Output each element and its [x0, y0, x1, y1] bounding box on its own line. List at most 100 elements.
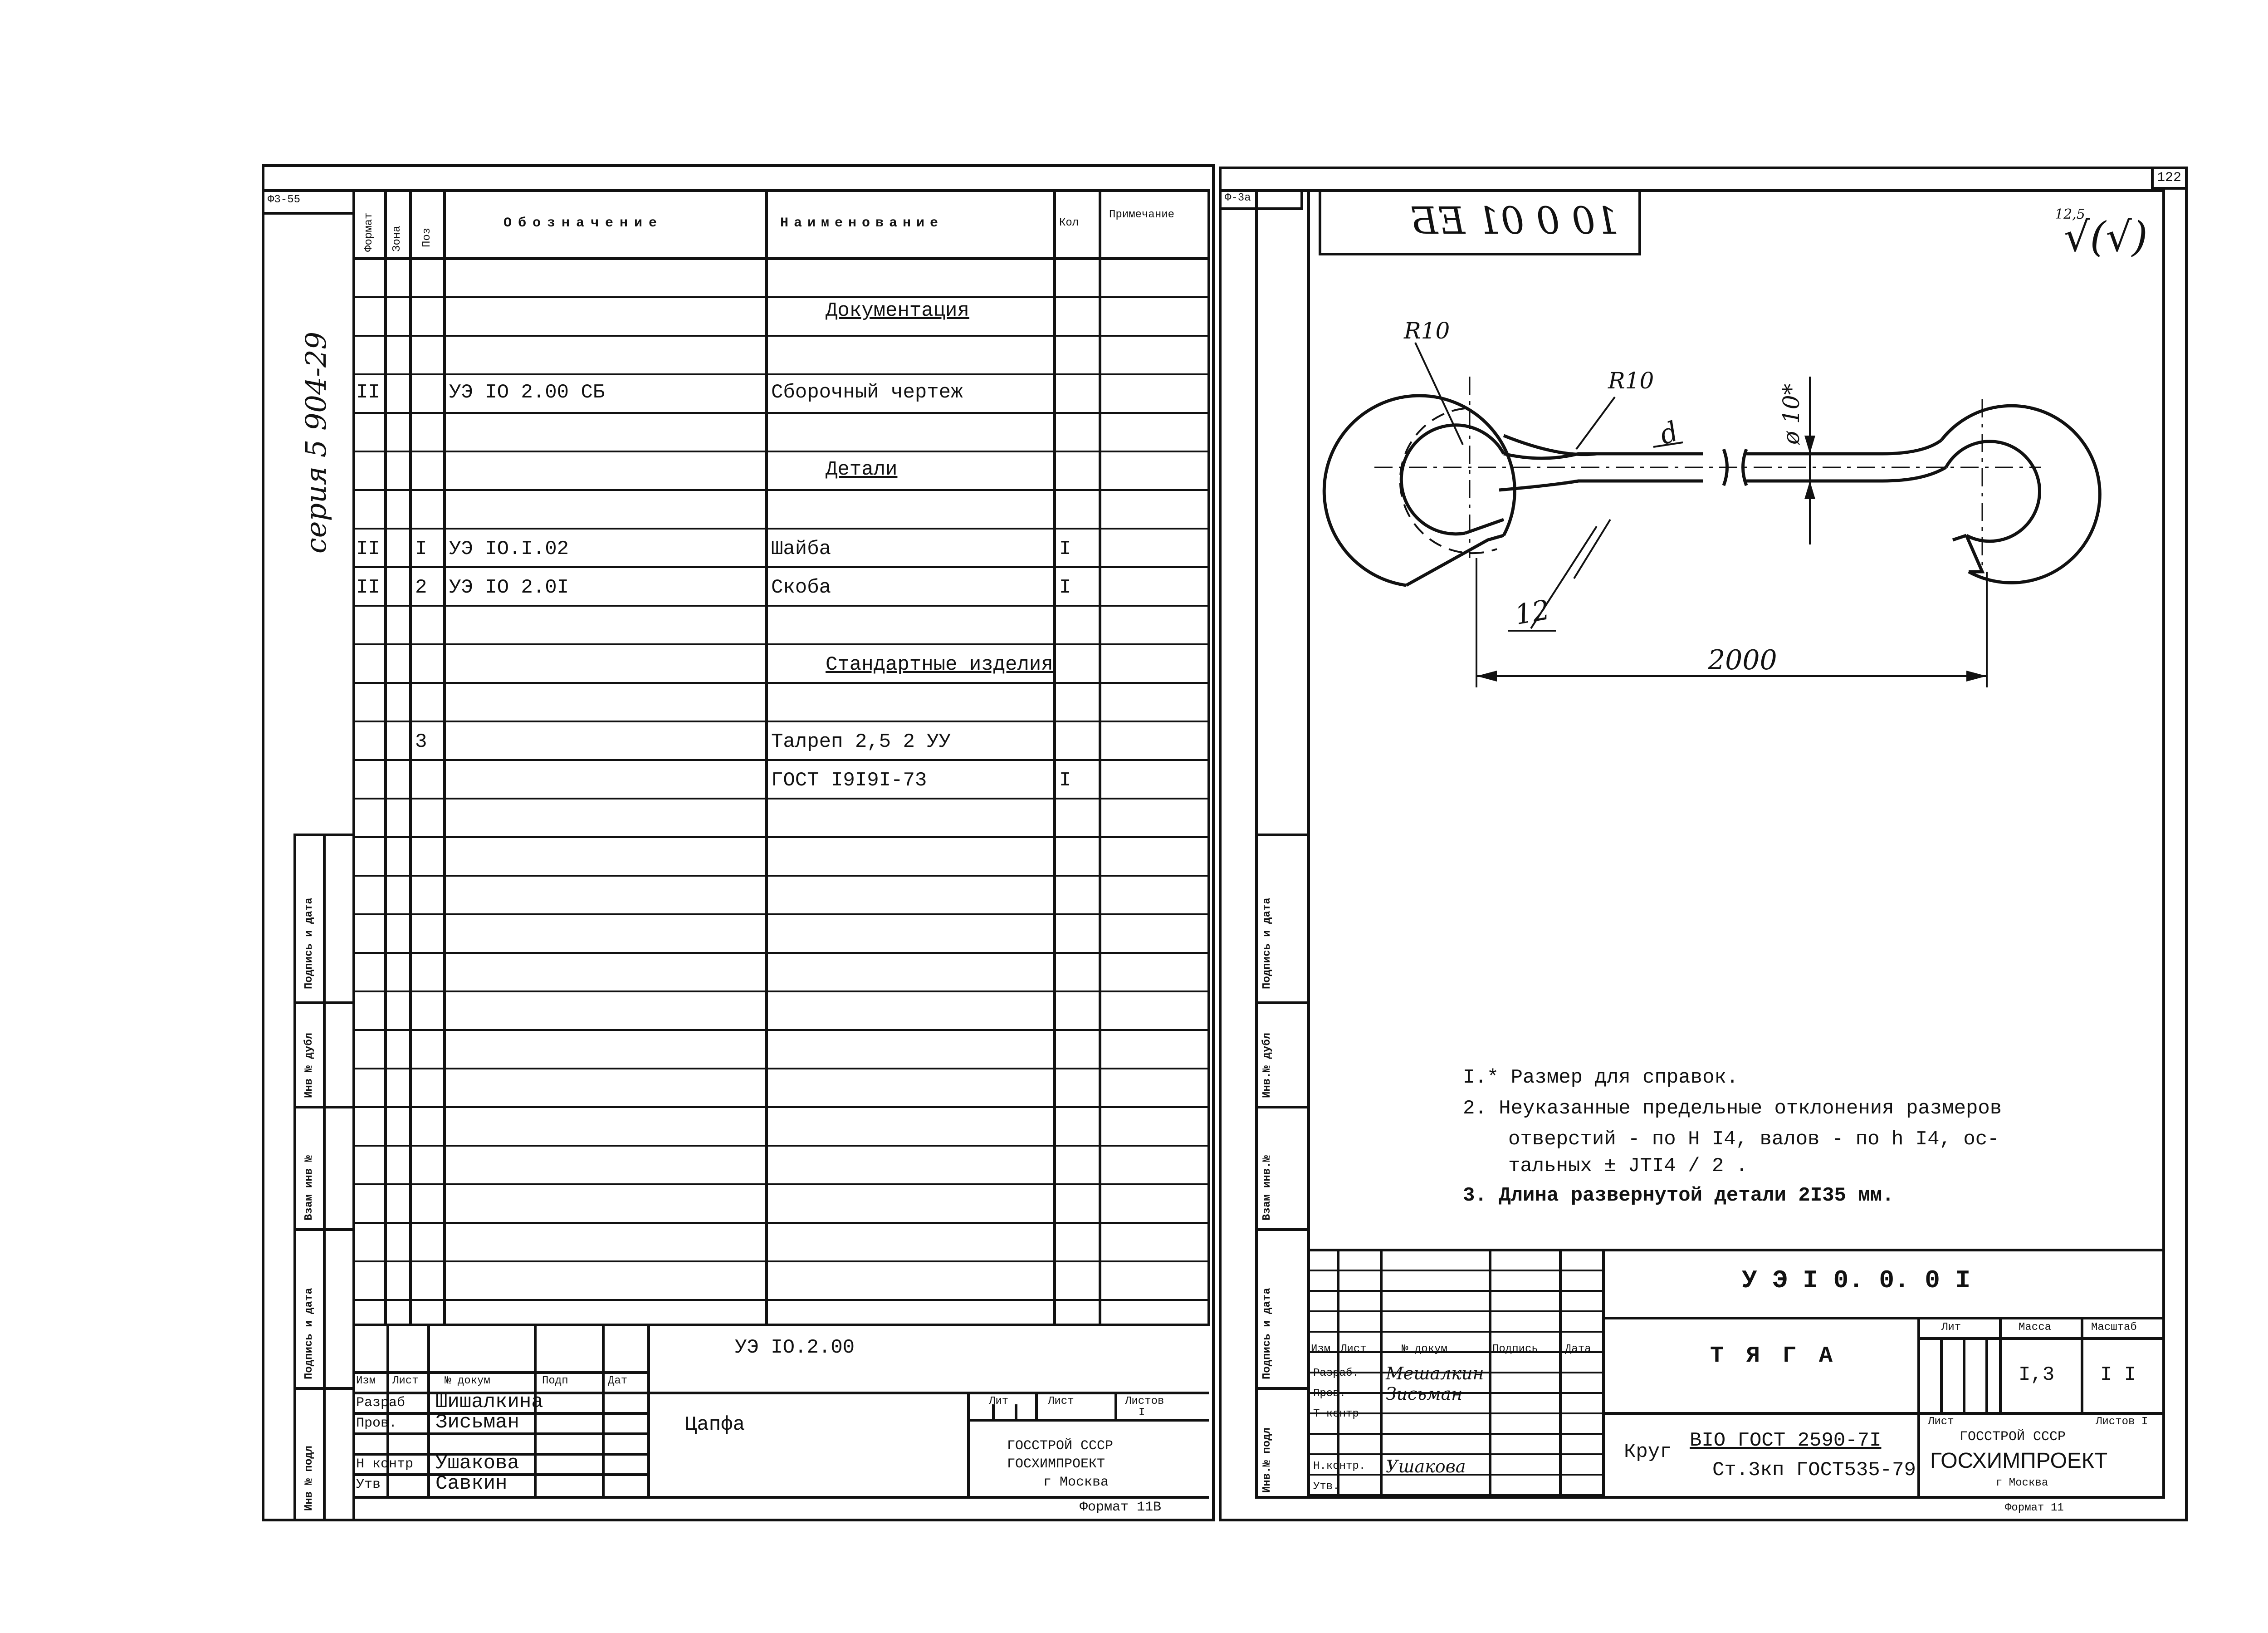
right-scale-label: Масштаб — [2091, 1321, 2137, 1334]
spec-cell-qty: I — [1059, 769, 1071, 792]
spec-cell-name: Скоба — [771, 576, 831, 599]
left-side-label-5: Инв № подл — [303, 1445, 315, 1511]
dim-r-mid: R10 — [1608, 368, 1654, 394]
left-doc-number: УЭ IO.2.00 — [735, 1336, 855, 1359]
right-item-name: Т Я Г А — [1710, 1343, 1838, 1369]
left-tb-col-date: Дат — [608, 1375, 628, 1387]
right-lit-label: Лит — [1941, 1321, 1961, 1334]
right-mass-value: I,3 — [2019, 1363, 2055, 1386]
spec-cell-pos: 3 — [415, 731, 427, 753]
right-role-name: Зисьман — [1386, 1384, 1463, 1404]
right-role-label: Разраб. — [1313, 1367, 1359, 1379]
spec-section-heading: Документация — [826, 299, 969, 322]
header-designation: Обозначение — [503, 216, 664, 231]
right-doc-number: У Э I 0. 0. 0 I — [1742, 1266, 1971, 1295]
left-sheets-label: Листов — [1125, 1395, 1164, 1407]
left-tb-col-doc: № докум — [445, 1375, 490, 1387]
centerlines — [1374, 377, 2041, 567]
header-format: Формат — [363, 212, 375, 252]
header-name: Наименование — [780, 216, 944, 231]
left-sheet-label: Лист — [1048, 1395, 1074, 1407]
left-city: г Москва — [1043, 1475, 1109, 1490]
left-role-label: Утв — [356, 1477, 381, 1492]
dim-length: 2000 — [1708, 644, 1777, 676]
left-format-note: Формат 11В — [1080, 1500, 1162, 1515]
spec-cell-pos: 2 — [415, 576, 427, 599]
right-sheets-label: Листов I — [2096, 1416, 2148, 1428]
left-role-label: Разраб — [356, 1395, 406, 1411]
spec-cell-designation: УЭ IO 2.00 СБ — [449, 381, 605, 404]
header-pos: Поз — [421, 227, 433, 247]
left-org1: ГОССТРОЙ СССР — [1007, 1438, 1114, 1454]
note-1: I.* Размер для справок. — [1463, 1066, 1739, 1089]
right-org1: ГОССТРОЙ СССР — [1960, 1429, 2066, 1445]
right-corner-code: Ф-3а — [1225, 192, 1251, 204]
right-side-label-3: Взам инв.№ — [1261, 1155, 1273, 1221]
right-inner-frame — [1255, 189, 2165, 1499]
left-corner-code: Ф3-55 — [268, 194, 301, 206]
spec-cell-format: II — [356, 538, 380, 560]
left-side-label-3: Взам инв № — [303, 1155, 315, 1221]
left-sheet-frame — [262, 164, 1215, 1521]
spec-cell-designation: УЭ IO 2.0I — [449, 576, 569, 599]
left-tb-col-list: Лист — [392, 1375, 419, 1387]
spec-cell-name: ГОСТ I9I9I-73 — [771, 769, 927, 792]
spec-cell-pos: I — [415, 538, 427, 560]
right-city: г Москва — [1996, 1477, 2048, 1489]
right-role-label: Н.контр. — [1313, 1460, 1366, 1472]
right-role-label: Утв. — [1313, 1481, 1339, 1493]
note-2-cont2: тальных ± JTI4 / 2 . — [1508, 1155, 1748, 1177]
roughness-symbol: √(√) — [2064, 213, 2148, 261]
left-sheets-value: I — [1139, 1407, 1145, 1419]
left-item-name: Цапфа — [685, 1413, 745, 1436]
dim-diameter: ø 10* — [1778, 383, 1804, 445]
material-line-2: Ст.3кп ГОСТ535-79 — [1712, 1459, 1916, 1481]
right-tb-col-doc: № докум — [1402, 1343, 1447, 1355]
note-3: 3. Длина развернутой детали 2I35 мм. — [1463, 1184, 1894, 1207]
spec-cell-name: Шайба — [771, 538, 831, 560]
right-sheet-frame — [1219, 167, 2188, 1521]
left-org2: ГОСХИМПРОЕКТ — [1007, 1456, 1105, 1472]
left-role-name: Савкин — [435, 1472, 508, 1495]
left-lit-label: Лит — [989, 1395, 1009, 1407]
right-title-rows — [1309, 1270, 1603, 1496]
left-side-label-2: Инв № дубл — [303, 1032, 315, 1098]
spec-cell-name: Сборочный чертеж — [771, 381, 963, 404]
right-format-note: Формат 11 — [2005, 1502, 2064, 1514]
stamp-number: 10 0 01 ЕБ — [1411, 200, 1619, 243]
right-side-label-1: Подпись и дата — [1261, 897, 1273, 989]
spec-cell-designation: УЭ IO.I.02 — [449, 538, 569, 560]
left-role-label: Пров. — [356, 1416, 397, 1431]
material-line-1: BIO ГОСТ 2590-7I — [1690, 1429, 1882, 1452]
left-tb-col-izm: Изм — [356, 1375, 376, 1387]
right-org2: ГОСХИМПРОЕКТ — [1930, 1449, 2108, 1473]
tie-rod-drawing — [1322, 394, 2102, 587]
dimension-lines — [1414, 342, 1988, 687]
series-label: серия 5 904-29 — [299, 331, 332, 554]
note-2: 2. Неуказанные предельные отклонения раз… — [1463, 1097, 2002, 1120]
spec-cell-format: II — [356, 576, 380, 599]
note-2-cont: отверстий - по Н I4, валов - по h I4, ос… — [1508, 1128, 1999, 1151]
header-note: Примечание — [1109, 209, 1175, 221]
left-role-name: Ушакова — [435, 1452, 519, 1475]
roughness-value: 12,5 — [2055, 206, 2085, 222]
header-qty: Кол — [1059, 217, 1079, 229]
spec-section-heading: Детали — [826, 458, 898, 481]
right-mass-label: Масса — [2019, 1321, 2052, 1334]
right-role-label: Т контр — [1313, 1408, 1359, 1420]
left-role-label: Н контр — [356, 1456, 414, 1472]
page-number: 122 — [2157, 170, 2182, 186]
left-role-name: Шишалкина — [435, 1391, 543, 1413]
right-hook-outer — [1940, 404, 2102, 584]
right-scale-value: I I — [2100, 1363, 2136, 1386]
spec-row-lines — [354, 296, 1209, 1301]
right-side-label-4: Подпись и дата — [1261, 1288, 1273, 1379]
spec-cell-name: Талреп 2,5 2 УУ — [771, 731, 951, 753]
dim-r-left: R10 — [1404, 318, 1450, 344]
right-tb-col-sign: Подпись — [1492, 1343, 1538, 1355]
dim-12: 12 — [1512, 593, 1552, 632]
right-tb-col-izm: Изм — [1311, 1343, 1331, 1355]
left-side-label-4: Подпись и дата — [303, 1288, 315, 1379]
spec-cell-qty: I — [1059, 576, 1071, 599]
